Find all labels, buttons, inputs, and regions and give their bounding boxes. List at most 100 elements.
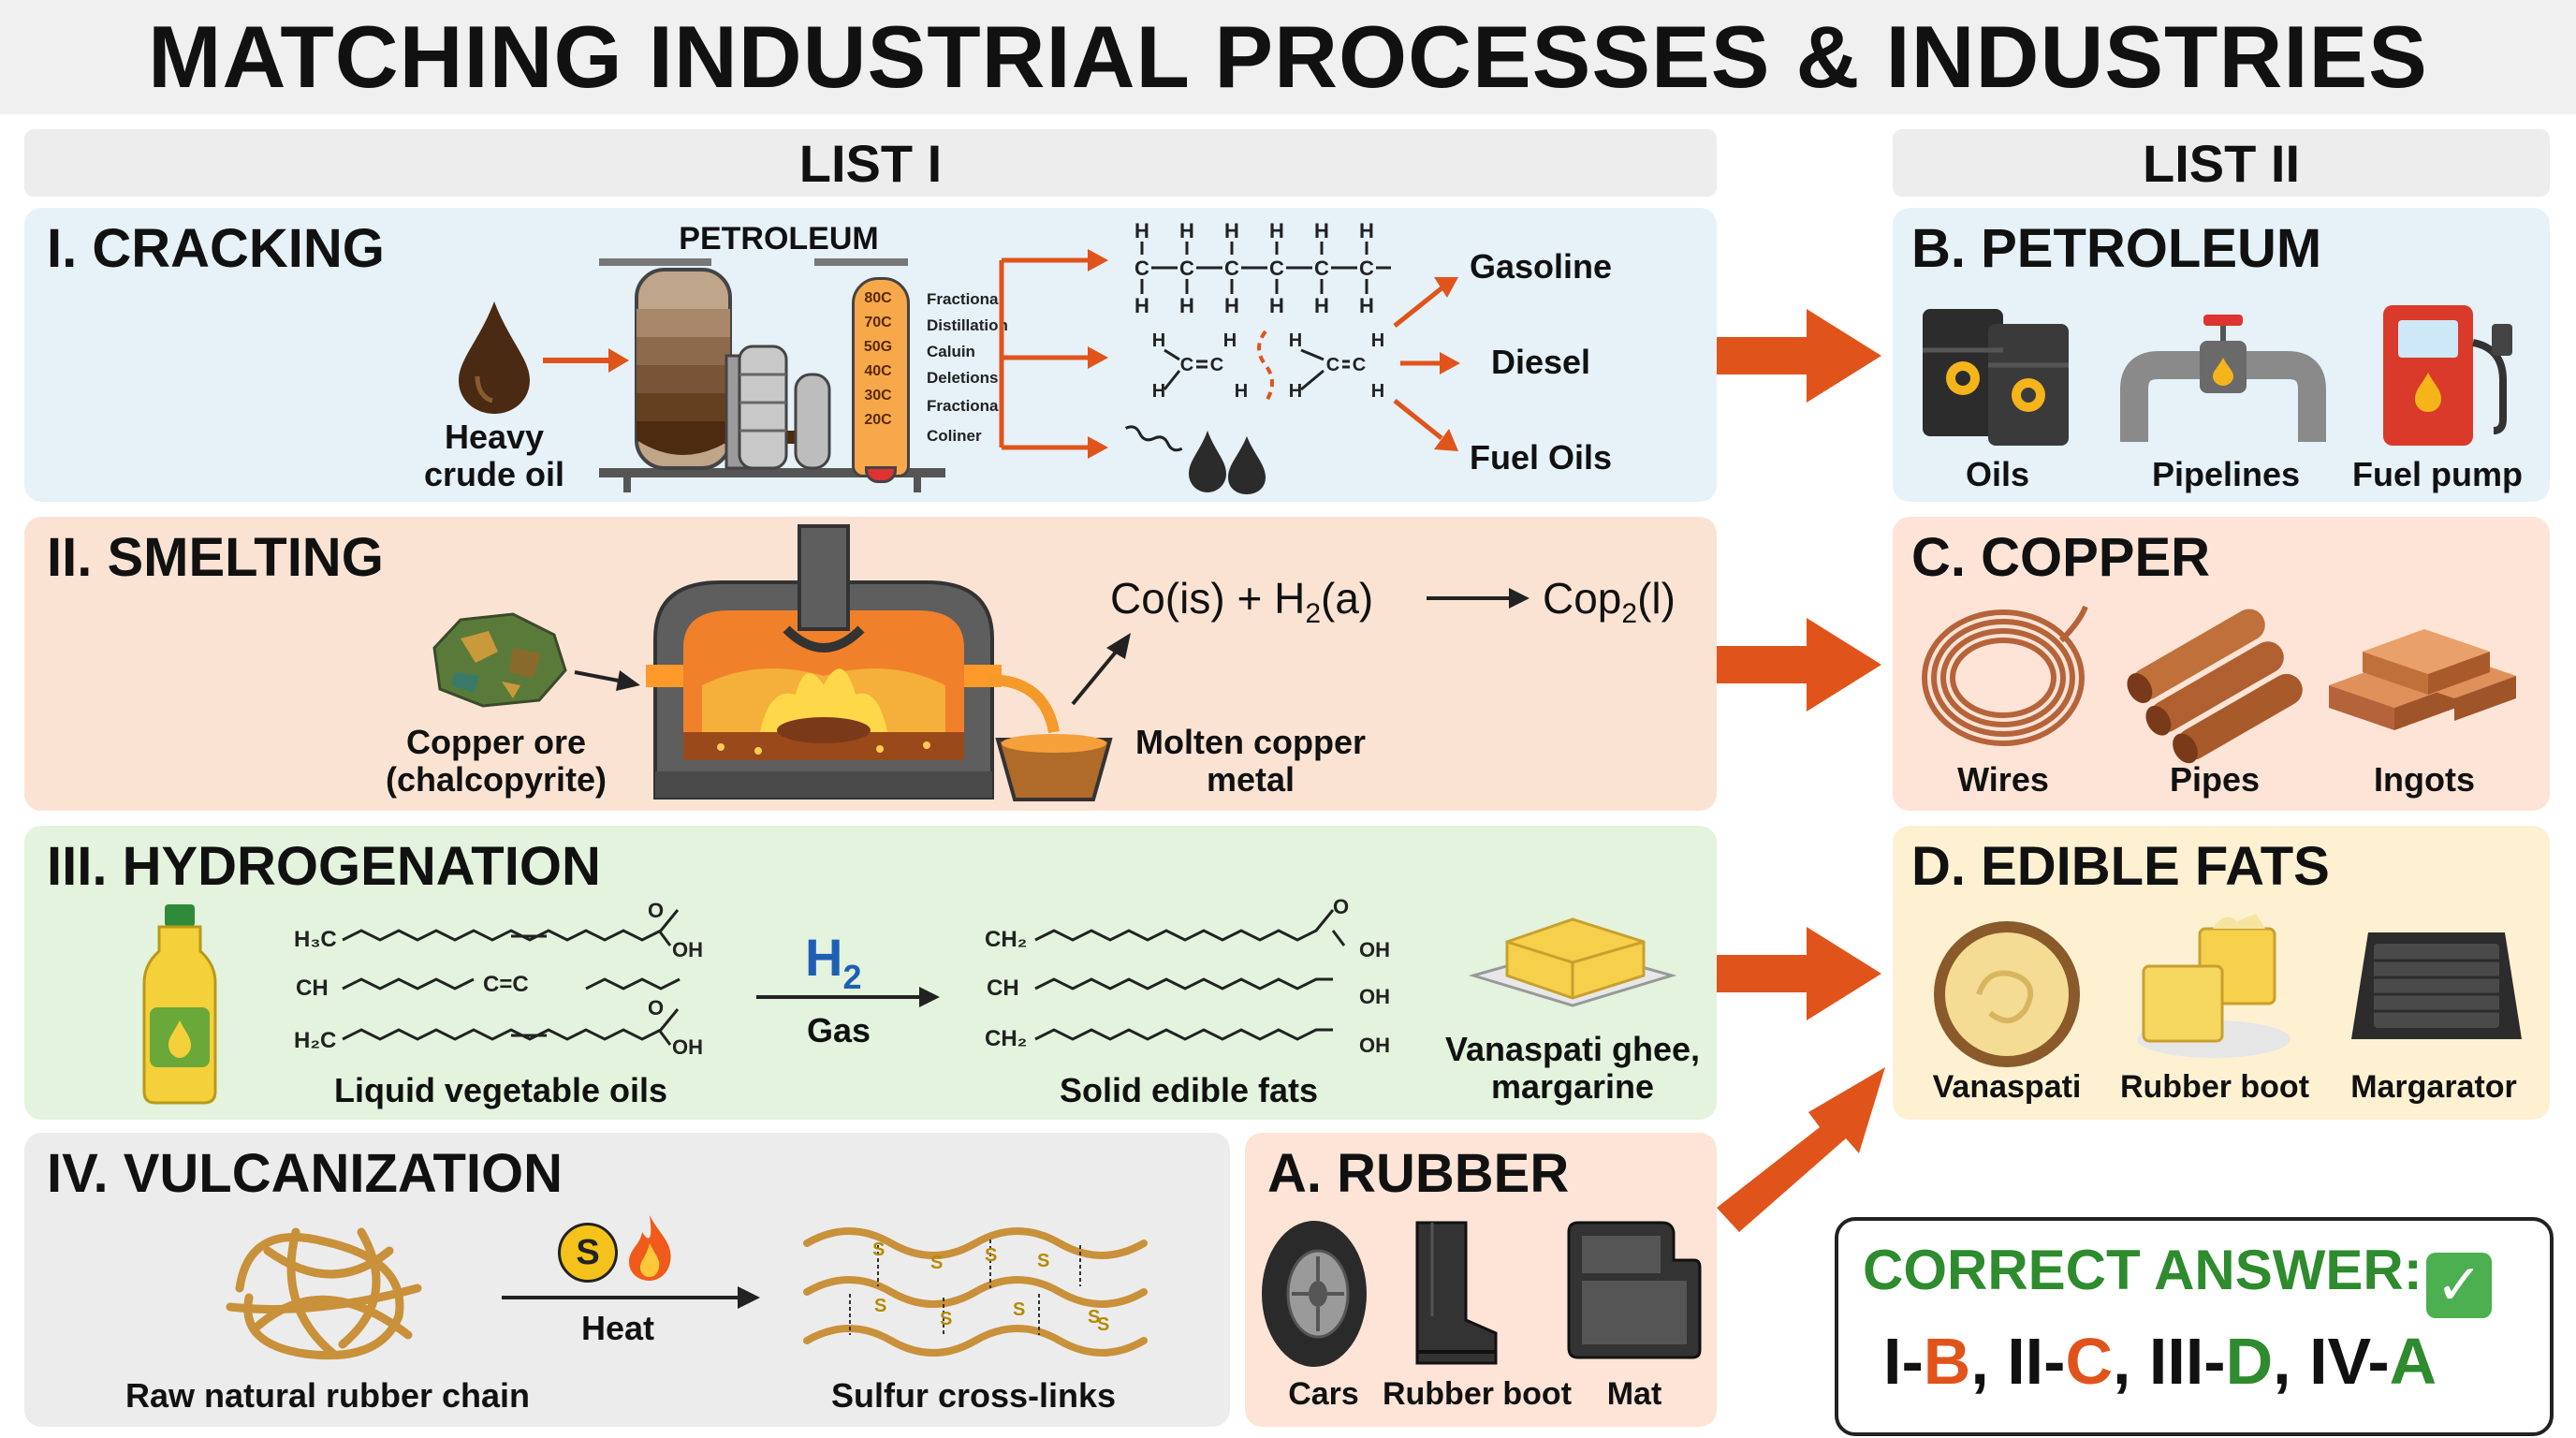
petroleum-title: B. PETROLEUM: [1911, 218, 2322, 279]
cracking-branch-arrows-icon: [999, 249, 1108, 459]
chem-ch-mid: CH: [987, 976, 1019, 1001]
fats-item-vanaspati: Vanaspati: [1932, 1069, 2082, 1105]
sulfur-mark: S: [1037, 1251, 1050, 1271]
sulfur-mark: S: [940, 1309, 953, 1329]
answer-letter: A: [2389, 1325, 2437, 1398]
check-icon: ✓: [2426, 1252, 2493, 1318]
answer-roman: III: [2148, 1325, 2204, 1398]
molten-label-1: Molten copper: [1134, 723, 1366, 761]
tire-icon: [1262, 1221, 1367, 1367]
chem-o-right: O: [1333, 895, 1350, 918]
sulfur-crosslinks-icon: [803, 1227, 1148, 1357]
thermometer-column: [852, 277, 910, 477]
answer-roman: II: [2007, 1325, 2044, 1398]
page-title: MATCHING INDUSTRIAL PROCESSES & INDUSTRI…: [0, 0, 2576, 114]
svg-text:H: H: [1134, 219, 1149, 242]
copper-ingots-icon: [2329, 629, 2516, 730]
svg-text:C: C: [1224, 257, 1239, 280]
column-step-label: Deletions: [927, 369, 999, 387]
svg-text:H: H: [1179, 294, 1194, 317]
thermometer-bulb: [865, 466, 897, 483]
chem-o-bottom: O: [648, 996, 665, 1020]
product-diesel: Diesel: [1490, 343, 1591, 381]
answer-roman: I: [1883, 1325, 1902, 1398]
svg-text:C: C: [1359, 257, 1374, 280]
fuel-oil-drops-icon: [1124, 425, 1266, 494]
sulfur-mark: S: [930, 1253, 944, 1273]
temp-label: 20C: [864, 412, 892, 428]
svg-text:H: H: [1289, 330, 1302, 351]
chem-h3c: H₃C: [294, 927, 337, 952]
rubber-item-cars: Cars: [1288, 1376, 1359, 1412]
answer-heading: CORRECT ANSWER: ✓: [1863, 1238, 2493, 1318]
chem-o-top: O: [648, 899, 665, 922]
arrow-smelting-to-copper-icon: [1717, 618, 1881, 712]
sulfur-mark: S: [985, 1245, 998, 1266]
oil-barrels-icon: [1923, 309, 2069, 446]
fats-item-rubber-boot: Rubber boot: [2119, 1069, 2310, 1105]
raw-rubber-tangle-icon: [226, 1227, 422, 1360]
hydrogenation-title: III. HYDROGENATION: [47, 836, 601, 897]
hydrogenation-arrow-icon: [756, 987, 940, 1007]
h2-label: H2: [805, 927, 861, 997]
ghee-label-2: margarine: [1490, 1067, 1655, 1106]
butter-block-icon: [1468, 917, 1677, 1007]
sulfur-mark: S: [874, 1296, 887, 1316]
smelting-title: II. SMELTING: [47, 527, 384, 588]
copper-wires-icon: [1922, 605, 2088, 746]
eq-left-text: Co(is) + H: [1110, 574, 1306, 623]
rubber-mat-icon: [1567, 1221, 1702, 1359]
temp-label: 40C: [864, 363, 892, 379]
column-step-label: Fractional: [927, 397, 1003, 415]
list1-header: LIST I: [24, 129, 1717, 197]
smelting-equation-right: Cop2(l): [1543, 573, 1676, 630]
ore-label-1: Copper ore: [405, 723, 587, 761]
copper-ore-icon: [432, 612, 567, 708]
fatty-acid-chains-saturated-icon: [1034, 909, 1346, 1041]
arrow-cracking-to-petroleum-icon: [1717, 309, 1881, 403]
ore-label-2: (chalcopyrite): [385, 760, 607, 799]
answer-letter: B: [1923, 1325, 1971, 1398]
crude-to-column-arrow-icon: [543, 348, 629, 373]
molten-label-2: metal: [1206, 760, 1295, 799]
molten-arrow-icon: [1071, 633, 1131, 706]
list2-header: LIST II: [1893, 129, 2550, 197]
copper-pipes-icon: [2127, 609, 2303, 764]
smelting-furnace-icon: [646, 524, 1002, 800]
answer-letter: C: [2065, 1325, 2114, 1398]
petroleum-item-fuel-pump: Fuel pump: [2352, 455, 2523, 493]
svg-text:C: C: [1353, 355, 1366, 375]
column-step-label: Fractional: [927, 290, 1003, 308]
chem-h2c: H₂C: [294, 1028, 337, 1053]
distillation-column-icon: [599, 258, 945, 492]
cracking-title: I. CRACKING: [47, 218, 385, 279]
answer-roman: IV: [2309, 1325, 2368, 1398]
sulfur-mark: S: [1013, 1299, 1026, 1320]
hydrogenation-panel: [24, 826, 1717, 1120]
eq-left-tail: (a): [1321, 574, 1374, 623]
column-step-label: Distillation: [927, 316, 1008, 334]
temp-label: 50G: [863, 339, 893, 355]
sulfur-mark: S: [1097, 1314, 1110, 1335]
sulfur-mark: S: [1088, 1307, 1101, 1328]
arrow-vulcanization-to-rubber-icon: [1717, 1067, 1885, 1232]
sulfur-symbol: S: [558, 1223, 618, 1283]
column-step-label: Coliner: [927, 427, 982, 445]
sulfur-mark: S: [872, 1240, 886, 1260]
svg-text:H: H: [1371, 330, 1384, 351]
svg-text:C: C: [1134, 257, 1149, 280]
petroleum-column-label: PETROLEUM: [679, 221, 879, 257]
temp-label: 80C: [864, 290, 892, 306]
molten-copper-crucible-icon: [988, 674, 1113, 801]
chem-ch: CH: [296, 976, 329, 1001]
arrow-hydrogenation-to-fats-icon: [1717, 927, 1881, 1020]
raw-rubber-label: Raw natural rubber chain: [124, 1376, 531, 1415]
temp-label: 30C: [864, 388, 892, 404]
oil-bottle-icon: [142, 904, 217, 1105]
rubber-boot-icon: [1415, 1221, 1498, 1365]
svg-text:C: C: [1180, 355, 1193, 375]
rubber-item-boot: Rubber boot: [1382, 1376, 1573, 1412]
eq-right-tail: (l): [1637, 574, 1676, 623]
chem-oh-bottom: OH: [672, 1035, 703, 1059]
